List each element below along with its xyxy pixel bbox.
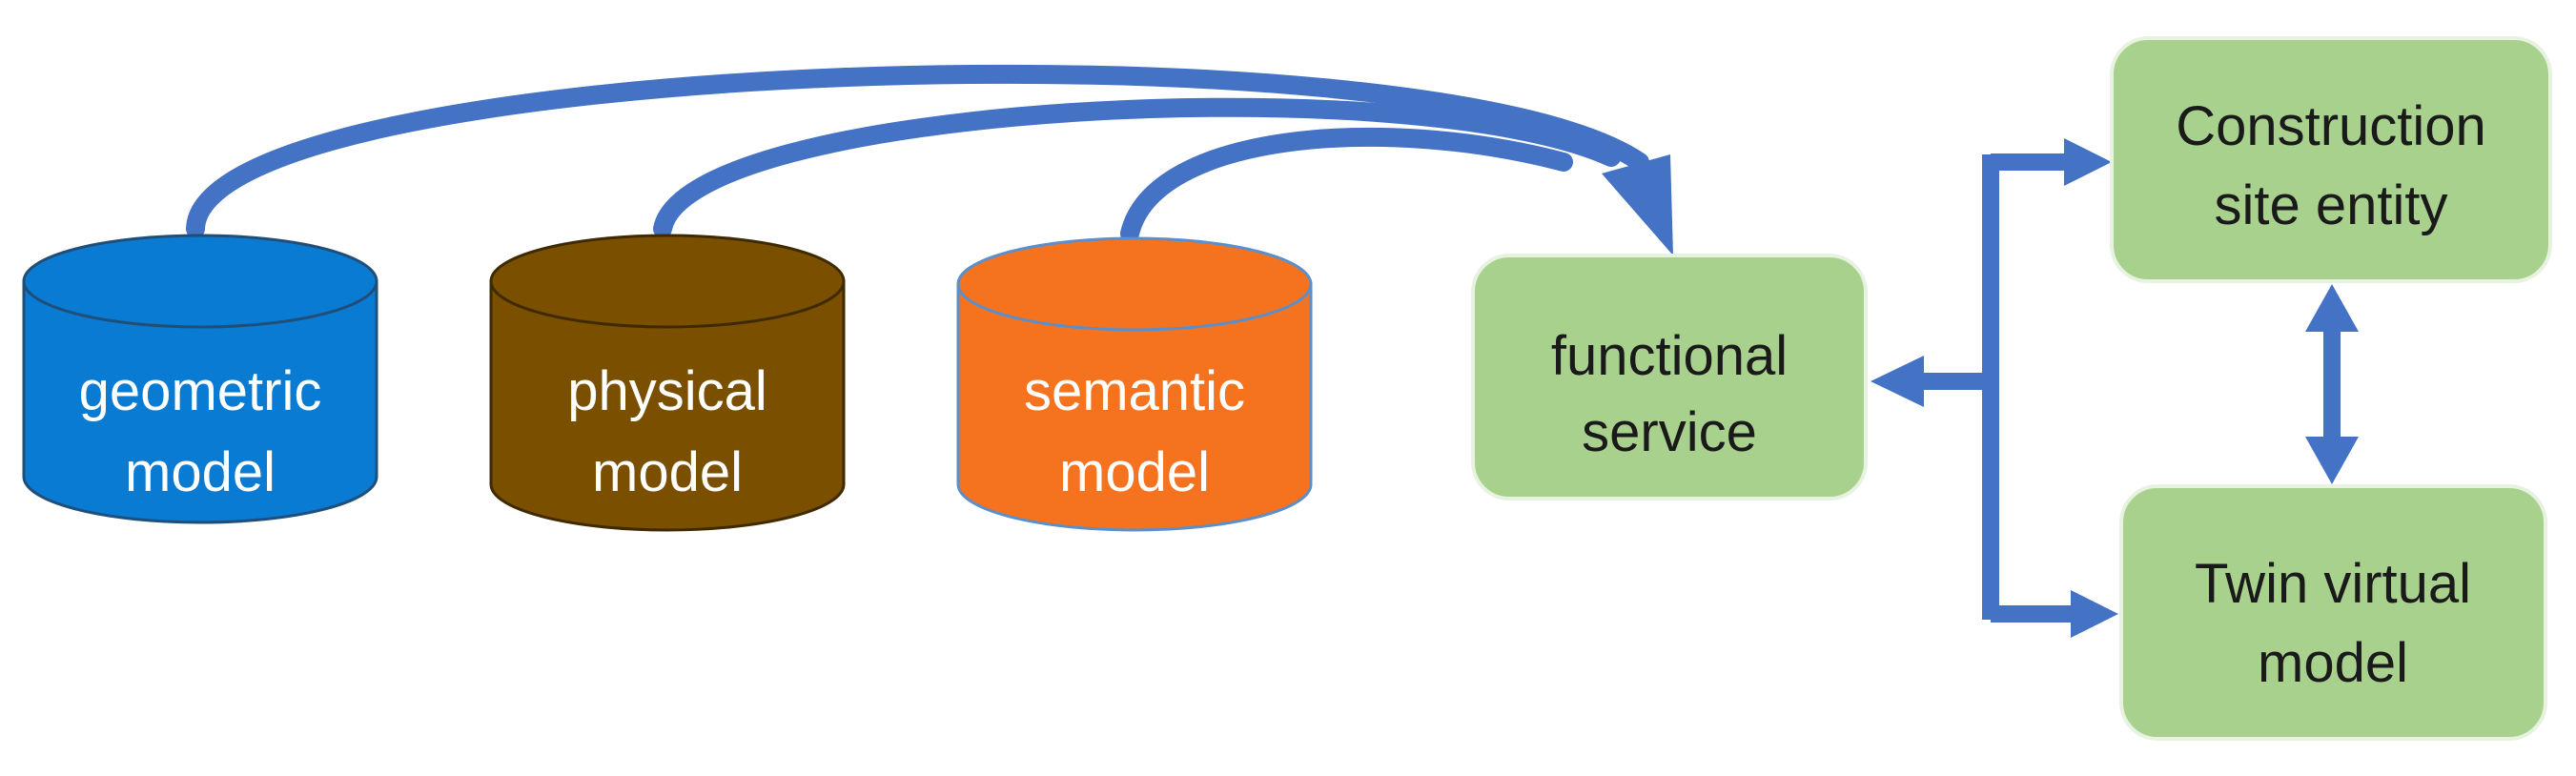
functional-service-box: functional service [1471,254,1868,500]
geometric-model-label-line2: model [125,441,276,503]
arrowhead-to-twin [2071,590,2118,638]
functional-service-label-line2: service [1582,401,1757,463]
semantic-model-label-line1: semantic [1024,360,1245,422]
physical-model-cylinder: physical model [489,234,846,532]
twin-virtual-model-label-line2: model [2258,632,2408,694]
arrowhead-to-entity [2064,138,2112,186]
connector-physical-to-functional [653,97,1621,238]
arrowhead-to-functional-left [1871,356,1924,407]
service-connectors [1871,138,2359,638]
functional-service-label-line1: functional [1551,325,1788,387]
model-connectors [186,64,1673,255]
arrowhead-up-entity [2305,284,2359,332]
arrowhead-down-twin [2305,437,2359,484]
construction-site-entity-label-line1: Construction [2176,95,2486,157]
arrowhead-to-functional [1602,154,1673,255]
geometric-model-label-line1: geometric [79,360,322,422]
twin-virtual-model-label-line1: Twin virtual [2195,553,2471,615]
geometric-model-cylinder: geometric model [22,234,378,524]
physical-model-label-line1: physical [567,360,767,422]
construction-site-entity-box: Construction site entity [2110,36,2552,283]
connector-geometric-to-functional [186,64,1649,238]
construction-site-entity-label-line2: site entity [2215,174,2448,236]
semantic-model-label-line2: model [1059,441,1210,503]
physical-model-label-line2: model [592,441,743,503]
semantic-model-cylinder: semantic model [956,236,1313,532]
twin-virtual-model-box: Twin virtual model [2119,484,2547,741]
connector-semantic-to-functional [1120,127,1573,243]
